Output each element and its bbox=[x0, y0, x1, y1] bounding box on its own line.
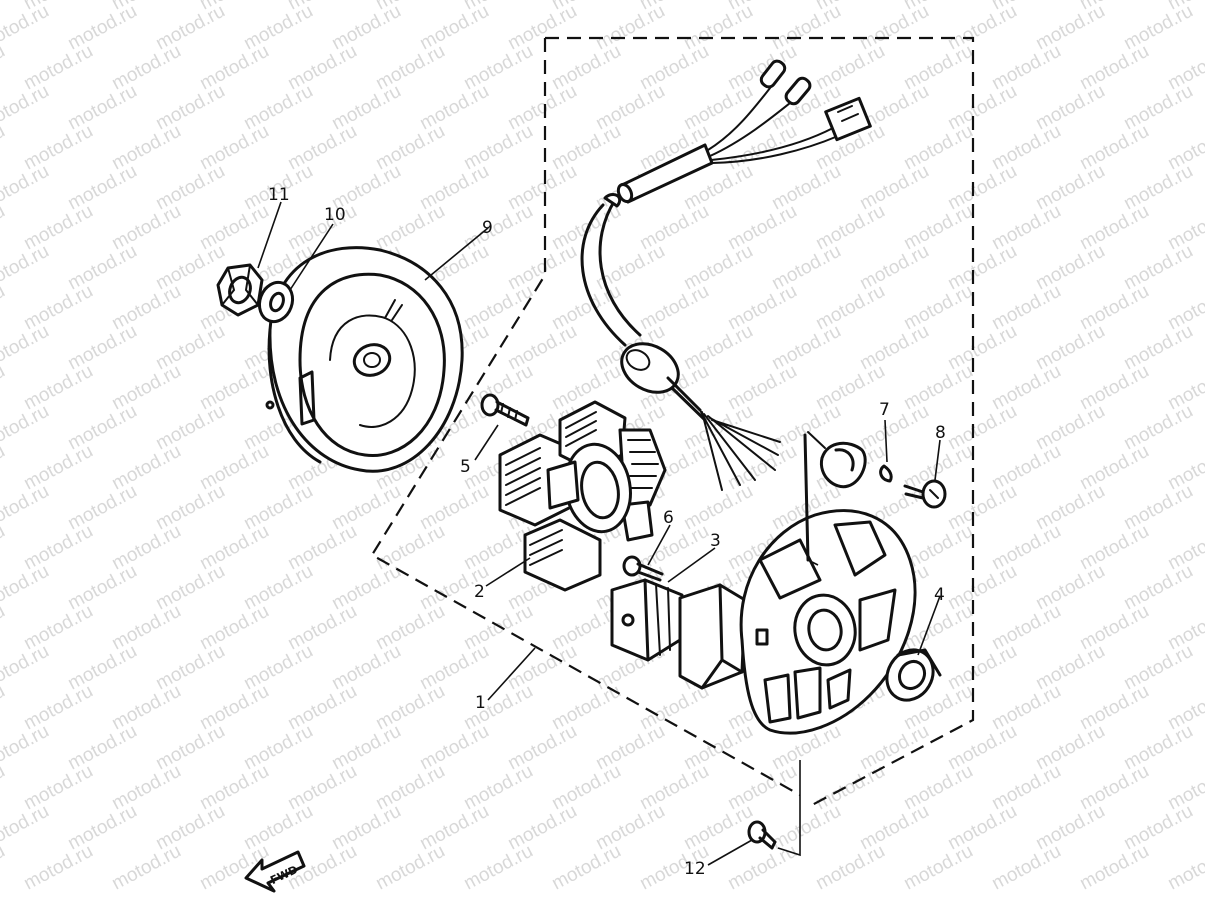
clamp-screw bbox=[903, 479, 947, 509]
watermark-text: motod.ru bbox=[0, 481, 53, 535]
watermark-text: motod.ru bbox=[0, 1, 53, 55]
callout-2: 2 bbox=[474, 582, 485, 602]
callout-12: 12 bbox=[684, 859, 706, 879]
watermark-text: motod.ru bbox=[900, 841, 976, 895]
pickup-screw bbox=[622, 555, 664, 582]
watermark-text: motod.ru bbox=[0, 681, 9, 735]
callout-4: 4 bbox=[934, 585, 945, 605]
callout-10: 10 bbox=[324, 205, 346, 225]
washer bbox=[257, 280, 295, 324]
callout-3: 3 bbox=[710, 531, 721, 551]
wire-clamp bbox=[807, 431, 893, 489]
callout-11: 11 bbox=[268, 185, 290, 205]
watermark-text: motod.ru bbox=[372, 841, 448, 895]
base-screw bbox=[747, 820, 777, 850]
callout-labels: 11 10 9 5 2 6 3 4 7 8 1 12 bbox=[268, 185, 946, 879]
watermark-text: motod.ru bbox=[1164, 841, 1205, 895]
watermark-text: motod.ru bbox=[0, 801, 53, 855]
watermark-text: motod.ru bbox=[988, 841, 1064, 895]
watermark-text: motod.ru bbox=[0, 161, 53, 215]
callout-1: 1 bbox=[475, 693, 486, 713]
watermark-text: motod.ru bbox=[20, 841, 96, 895]
watermark-text: motod.ru bbox=[812, 841, 888, 895]
watermark-text: motod.ru bbox=[0, 81, 53, 135]
callout-7: 8 bbox=[935, 423, 946, 443]
watermark-text: motod.ru bbox=[108, 841, 184, 895]
wiring-harness bbox=[580, 59, 872, 491]
watermark-text: motod.ru bbox=[460, 841, 536, 895]
callout-6: 6 bbox=[663, 508, 674, 528]
oil-seal bbox=[885, 648, 942, 702]
watermark-text: motod.ru bbox=[0, 361, 9, 415]
watermark-text: motod.ru bbox=[0, 841, 9, 895]
watermark-text: motod.ru bbox=[0, 601, 9, 655]
watermark-text: motod.ru bbox=[0, 721, 53, 775]
flywheel-rotor bbox=[265, 246, 464, 473]
watermark-text: motod.ru bbox=[548, 841, 624, 895]
callout-9: 9 bbox=[482, 218, 493, 238]
watermark-text: motod.ru bbox=[0, 641, 53, 695]
watermark-text: motod.ru bbox=[0, 401, 53, 455]
watermark-text: motod.ru bbox=[0, 521, 9, 575]
watermark-text: motod.ru bbox=[0, 561, 53, 615]
stator-base-plate bbox=[739, 433, 917, 735]
watermark-text: motod.ru bbox=[0, 321, 53, 375]
watermark-text: motod.ru bbox=[0, 441, 9, 495]
watermark-text: motod.ru bbox=[0, 761, 9, 815]
pickup-coil bbox=[610, 578, 747, 690]
stator-screw bbox=[480, 393, 530, 427]
callout-leaders bbox=[257, 201, 941, 866]
callout-8: 7 bbox=[879, 400, 890, 420]
watermark-text: motod.ru bbox=[1076, 841, 1152, 895]
watermark-text: motod.ru bbox=[0, 121, 9, 175]
watermark-text: motod.ru bbox=[0, 0, 9, 14]
callout-5: 5 bbox=[460, 457, 471, 477]
watermark-text: motod.ru bbox=[0, 241, 53, 295]
watermark-text: motod.ru bbox=[0, 201, 9, 255]
assembly-boundary bbox=[370, 36, 975, 806]
hex-nut bbox=[216, 263, 264, 317]
watermark-text: motod.ru bbox=[0, 281, 9, 335]
stator-coil bbox=[498, 400, 667, 592]
watermark-text: motod.ru bbox=[0, 41, 9, 95]
